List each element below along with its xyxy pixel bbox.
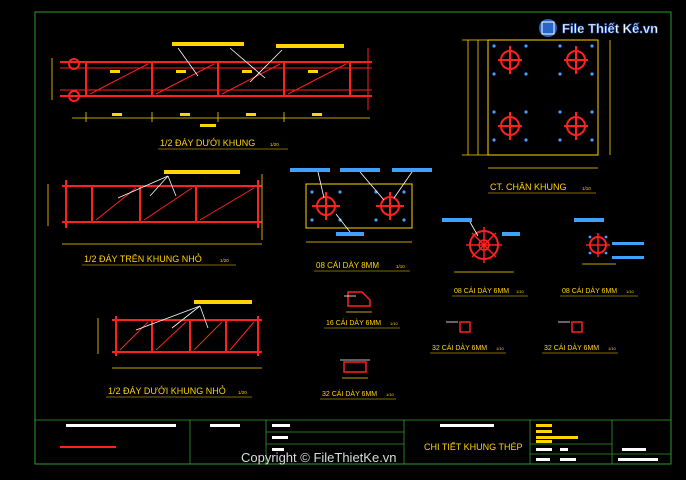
scale-day-duoi-khung: 1/20	[270, 142, 279, 147]
title-block	[34, 419, 672, 465]
title-cai-day-6mm-b: 08 CÁI DÀY 6MM	[562, 286, 617, 295]
scale-cai-day-6mm-b: 1/10	[626, 289, 635, 294]
drawing-day-duoi-khung: 1/2 ĐÁY DƯỚI KHUNG 1/20	[51, 42, 372, 150]
drawing-cai-day-32-c: 32 CÁI DÀY 6MM 1/10	[320, 359, 396, 400]
title-cai-day-6mm-a: 08 CÁI DÀY 6MM	[454, 286, 509, 295]
title-day-duoi-khung: 1/2 ĐÁY DƯỚI KHUNG	[160, 138, 255, 148]
drawing-cai-day-32-b: 32 CÁI DÀY 6MM 1/10	[542, 321, 618, 354]
scale-day-tren-khung-nho: 1/20	[220, 258, 229, 263]
drawing-day-tren-khung-nho: 1/2 ĐÁY TRÊN KHUNG NHỎ 1/20	[47, 170, 263, 266]
title-day-tren-khung-nho: 1/2 ĐÁY TRÊN KHUNG NHỎ	[84, 253, 202, 264]
drawing-cai-day-6mm-a: 08 CÁI DÀY 6MM 1/10	[442, 218, 528, 297]
title-block-yellow-marks	[536, 424, 578, 443]
scale-cai-day-8mm: 1/10	[396, 264, 405, 269]
drawing-cai-day-32-a: 32 CÁI DÀY 6MM 1/10	[430, 321, 506, 354]
title-chan-khung: CT. CHÂN KHUNG	[490, 182, 567, 192]
title-cai-day-16-a: 16 CÁI DÀY 6MM	[326, 318, 381, 327]
scale-chan-khung: 1/10	[582, 186, 591, 191]
logo-text: File Thiết Kế.vn	[562, 21, 658, 36]
title-cai-day-32-a: 32 CÁI DÀY 6MM	[432, 343, 487, 352]
title-block-placeholder-text	[66, 424, 658, 461]
red-stamp-line	[60, 446, 116, 448]
drawing-chan-khung: CT. CHÂN KHUNG 1/10	[462, 39, 611, 194]
drawing-cai-day-16-a: 16 CÁI DÀY 6MM 1/10	[324, 291, 400, 329]
scale-cai-day-16-a: 1/10	[390, 321, 399, 326]
drawing-cai-day-6mm-b: 08 CÁI DÀY 6MM 1/10	[560, 218, 644, 297]
title-cai-day-32-b: 32 CÁI DÀY 6MM	[544, 343, 599, 352]
drawing-day-duoi-khung-nho: 1/2 ĐÁY DƯỚI KHUNG NHỎ 1/20	[97, 300, 262, 398]
scale-cai-day-32-c: 1/10	[386, 392, 395, 397]
scale-day-duoi-khung-nho: 1/20	[238, 390, 247, 395]
scale-cai-day-32-a: 1/10	[496, 346, 505, 351]
scale-cai-day-6mm-a: 1/10	[516, 289, 525, 294]
drawing-cai-day-8mm: 08 CÁI DÀY 8MM 1/10	[290, 168, 432, 272]
copyright-watermark: Copyright © FileThietKe.vn	[241, 450, 397, 465]
filethietke-logo: File Thiết Kế.vn	[539, 19, 658, 37]
title-day-duoi-khung-nho: 1/2 ĐÁY DƯỚI KHUNG NHỎ	[108, 385, 226, 396]
title-cai-day-32-c: 32 CÁI DÀY 6MM	[322, 389, 377, 398]
title-cai-day-8mm: 08 CÁI DÀY 8MM	[316, 261, 379, 270]
scale-cai-day-32-b: 1/10	[608, 346, 617, 351]
drawing-name: CHI TIẾT KHUNG THÉP	[424, 442, 523, 452]
